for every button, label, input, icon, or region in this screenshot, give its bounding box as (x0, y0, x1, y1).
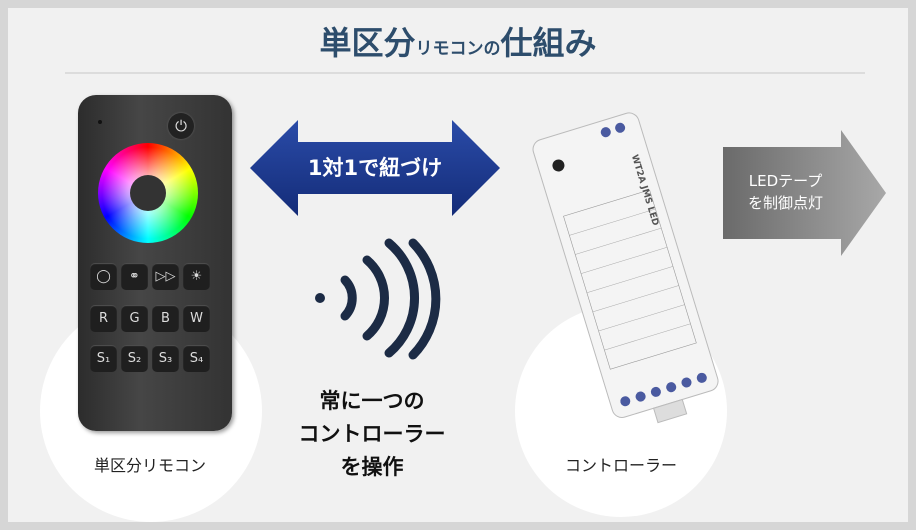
indicator-led (98, 120, 102, 124)
wireless-signal-icon (315, 238, 441, 360)
remote-button: G (121, 305, 148, 332)
title-part: リモコンの (415, 39, 501, 59)
controller-device: WT2A JMS LED (532, 112, 719, 424)
operation-line: 常に一つの (319, 389, 425, 413)
power-icon: ⏻ (168, 113, 194, 139)
title-part: 仕組み (500, 24, 597, 62)
remote-label: 単区分リモコン (93, 456, 206, 475)
page-title: 単区分リモコンの仕組み (0, 18, 916, 64)
wheel-center (130, 175, 166, 211)
remote-button: S₂ (121, 345, 148, 372)
remote-button: ☀ (183, 263, 210, 290)
output-line: LEDテープ (748, 172, 823, 190)
operation-line: を操作 (340, 455, 404, 479)
output-arrow-icon (723, 130, 886, 256)
link-label: 1対1で紐づけ (307, 156, 443, 180)
divider (65, 72, 865, 74)
remote-button: ▷▷ (152, 263, 179, 290)
remote-button: R (90, 305, 117, 332)
operation-line: コントローラー (298, 422, 446, 446)
color-wheel-icon (98, 143, 198, 243)
remote-button: S₁ (90, 345, 117, 372)
double-arrow-icon (250, 120, 500, 216)
output-line: を制御点灯 (747, 194, 823, 212)
remote-button: ⚭ (121, 263, 148, 290)
remote-button: S₄ (183, 345, 210, 372)
remote-button: ◯ (90, 263, 117, 290)
remote-button: B (152, 305, 179, 332)
title-part: 単区分 (319, 24, 416, 62)
remote-button: W (183, 305, 210, 332)
output-label: LEDテープ を制御点灯 (723, 170, 848, 214)
controller-label: コントローラー (564, 456, 677, 475)
remote-button: S₃ (152, 345, 179, 372)
operation-text: 常に一つの コントローラー を操作 (272, 385, 472, 484)
